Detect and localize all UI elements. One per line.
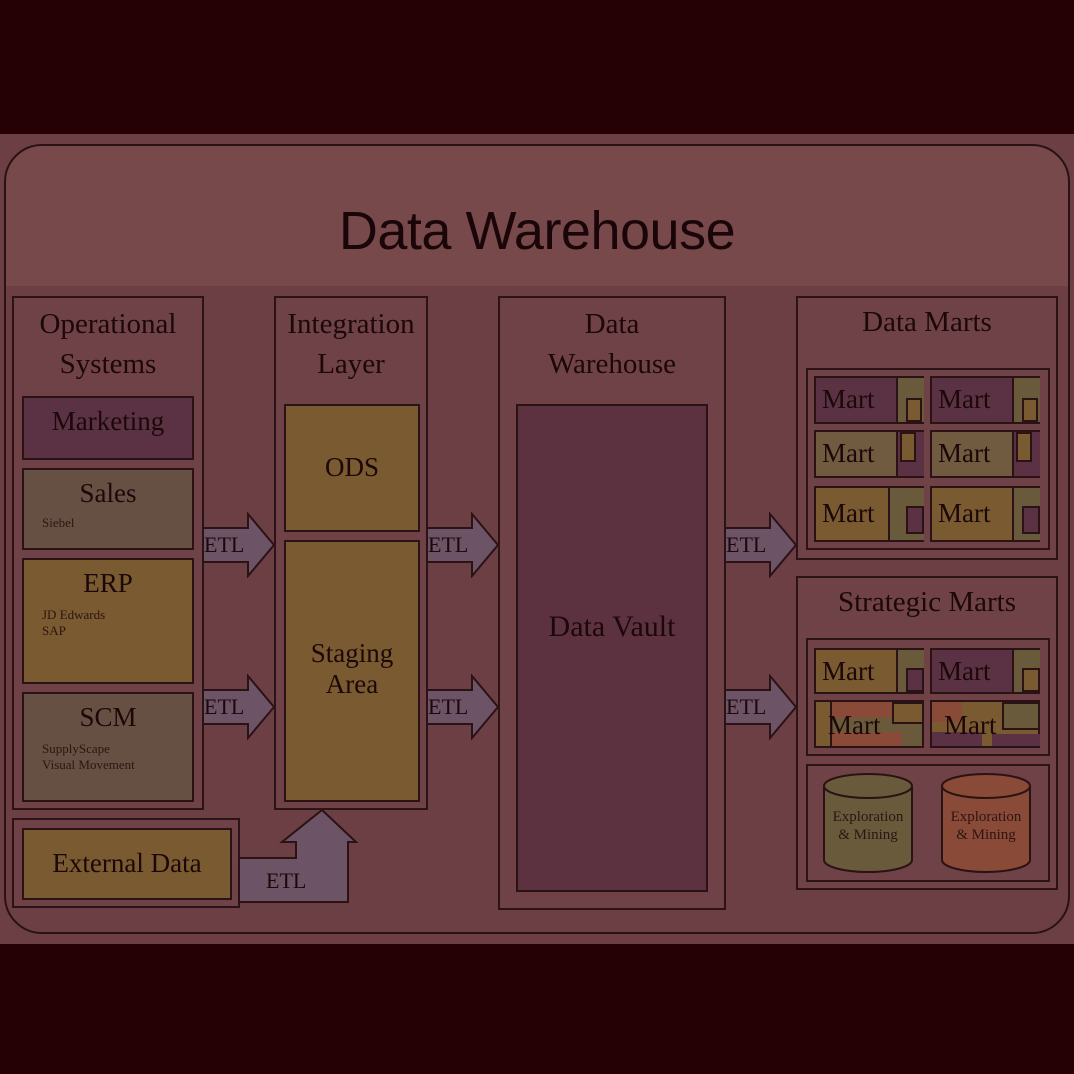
etl-label: ETL: [428, 532, 469, 557]
etl-arrow: ETL: [202, 674, 276, 740]
etl-label: ETL: [726, 694, 767, 719]
mart-tile: Mart: [814, 430, 924, 478]
mart-tile: Mart: [930, 486, 1040, 542]
exploration-mining-cylinder-1: Exploration & Mining: [822, 772, 914, 874]
staging-label-2: Area: [325, 669, 379, 699]
warehouse-heading-2: Warehouse: [547, 348, 677, 380]
exploration-label-2a: Exploration: [950, 809, 1022, 825]
warehouse-heading-1: Data: [584, 308, 640, 340]
etl-elbow-arrow: ETL: [238, 808, 358, 904]
scm-box: SCM SupplyScape Visual Movement: [22, 692, 194, 802]
data-vault-box: Data Vault: [516, 404, 708, 892]
mart-tile-block: [900, 432, 916, 462]
mart-tile-block: [1002, 702, 1040, 730]
exploration-label-2b: & Mining: [956, 827, 1016, 843]
cylinder-icon: [941, 773, 1031, 873]
mart-tile-block: [892, 702, 924, 724]
mart-tile-block: [1016, 432, 1032, 462]
mart-label: Mart: [822, 438, 875, 468]
external-data-label: External Data: [52, 848, 202, 878]
strategic-mart-tile: Mart: [930, 648, 1040, 694]
erp-sub-2: SAP: [42, 623, 66, 638]
mart-tile-block: [1022, 398, 1038, 422]
diagram-frame: [4, 144, 1070, 934]
scm-sub-2: Visual Movement: [42, 757, 135, 772]
mart-tile-block: [906, 506, 924, 534]
exploration-label-1b: & Mining: [838, 827, 898, 843]
integration-heading-2: Layer: [317, 348, 385, 380]
integration-heading-1: Integration: [287, 308, 415, 340]
mart-tile: Mart: [930, 430, 1040, 478]
mart-tile-block: [816, 702, 832, 746]
mart-label: Mart: [822, 384, 875, 414]
mart-tile-block: [906, 668, 924, 692]
etl-label: ETL: [204, 532, 245, 557]
mart-tile-block: [932, 702, 962, 722]
mart-tile-block: [832, 702, 892, 718]
external-data-box: External Data: [22, 828, 232, 900]
strategic-mart-tile-mixed: Mart: [814, 700, 924, 748]
erp-label: ERP: [83, 568, 133, 598]
sales-box: Sales Siebel: [22, 468, 194, 550]
ods-label: ODS: [324, 452, 379, 482]
etl-arrow: ETL: [724, 512, 798, 578]
scm-label: SCM: [79, 702, 137, 732]
etl-arrow: ETL: [426, 674, 500, 740]
diagram-title: Data Warehouse: [338, 201, 736, 261]
mart-tile-block: [832, 732, 902, 746]
strategic-marts-heading: Strategic Marts: [838, 586, 1016, 618]
marketing-box: Marketing: [22, 396, 194, 460]
sales-sub: Siebel: [42, 515, 75, 530]
mart-tile-block: [1022, 668, 1040, 692]
marketing-label: Marketing: [51, 406, 165, 436]
mart-tile: Mart: [814, 376, 924, 424]
etl-label: ETL: [428, 694, 469, 719]
operational-heading-1: Operational: [39, 308, 177, 340]
etl-label: ETL: [204, 694, 245, 719]
mart-label: Mart: [828, 710, 881, 740]
mart-label: Mart: [944, 710, 997, 740]
mart-tile: Mart: [930, 376, 1040, 424]
strategic-mart-tile: Mart: [814, 648, 924, 694]
etl-label: ETL: [726, 532, 767, 557]
erp-box: ERP JD Edwards SAP: [22, 558, 194, 684]
etl-arrow: ETL: [724, 674, 798, 740]
mart-label: Mart: [938, 498, 991, 528]
mart-label: Mart: [938, 438, 991, 468]
data-vault-label: Data Vault: [548, 610, 676, 643]
mart-tile-block: [932, 732, 982, 746]
mart-label: Mart: [938, 384, 991, 414]
sales-label: Sales: [79, 478, 137, 508]
mart-label: Mart: [822, 656, 875, 686]
scm-sub-1: SupplyScape: [42, 741, 110, 756]
strategic-mart-tile-mixed: Mart: [930, 700, 1040, 748]
mart-tile: Mart: [814, 486, 924, 542]
exploration-mining-cylinder-2: Exploration & Mining: [940, 772, 1032, 874]
mart-label: Mart: [822, 498, 875, 528]
mart-label: Mart: [938, 656, 991, 686]
title-band: [6, 146, 1068, 286]
exploration-label-1a: Exploration: [832, 809, 904, 825]
mart-tile-block: [1022, 506, 1040, 534]
staging-label-1: Staging: [310, 638, 394, 668]
mart-tile-block: [992, 734, 1040, 746]
staging-area-box: Staging Area: [284, 540, 420, 802]
etl-arrow: ETL: [426, 512, 500, 578]
etl-label: ETL: [266, 868, 307, 893]
mart-tile-block: [906, 398, 922, 422]
data-marts-heading: Data Marts: [862, 306, 992, 338]
cylinder-icon: [823, 773, 913, 873]
ods-box: ODS: [284, 404, 420, 532]
operational-heading-2: Systems: [59, 348, 157, 380]
erp-sub-1: JD Edwards: [42, 607, 106, 622]
etl-arrow: ETL: [202, 512, 276, 578]
